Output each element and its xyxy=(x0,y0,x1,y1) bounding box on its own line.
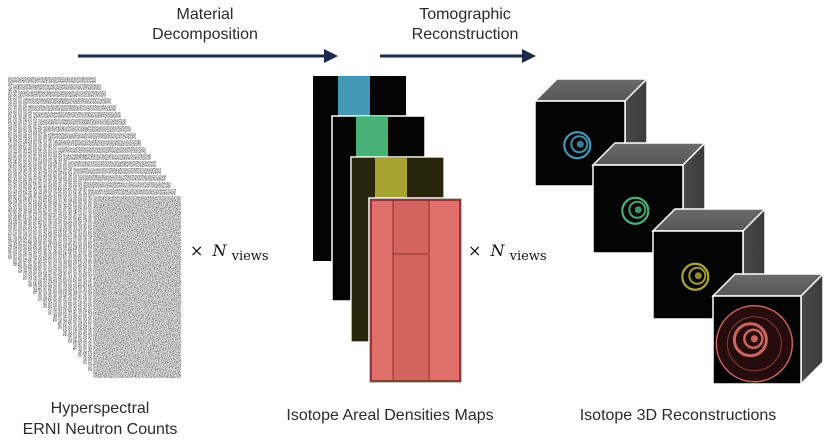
multiplier-counts-var: N xyxy=(212,241,228,260)
hyperspectral-counts-stack xyxy=(7,76,182,379)
multiplier-counts-symbol: × xyxy=(190,241,203,260)
step-label-material-line1: Material xyxy=(177,6,234,23)
multiplier-counts-sub: views xyxy=(231,249,269,264)
isotope-map-4 xyxy=(368,197,463,384)
step-label-material-line2: Decomposition xyxy=(152,26,258,43)
multiplier-maps-var: N xyxy=(490,241,506,260)
count-frame xyxy=(92,195,182,379)
multiplier-maps-sub: views xyxy=(509,249,547,264)
multiplier-maps: × N views xyxy=(468,241,547,264)
arrow-material-decomposition xyxy=(78,49,338,63)
recon-cube xyxy=(711,272,825,386)
reconstruction-cubes xyxy=(533,77,825,386)
arrow-tomographic-reconstruction xyxy=(380,49,536,63)
multiplier-maps-symbol: × xyxy=(468,241,481,260)
step-label-tomographic-line2: Reconstruction xyxy=(412,26,519,43)
caption-maps: Isotope Areal Densities Maps xyxy=(286,407,493,424)
caption-recon: Isotope 3D Reconstructions xyxy=(580,407,777,424)
caption-counts-line1: Hyperspectral xyxy=(51,400,150,417)
caption-counts-line2: ERNI Neutron Counts xyxy=(23,421,178,438)
step-label-tomographic-line1: Tomographic xyxy=(419,6,511,23)
multiplier-counts: × N views xyxy=(190,241,269,264)
